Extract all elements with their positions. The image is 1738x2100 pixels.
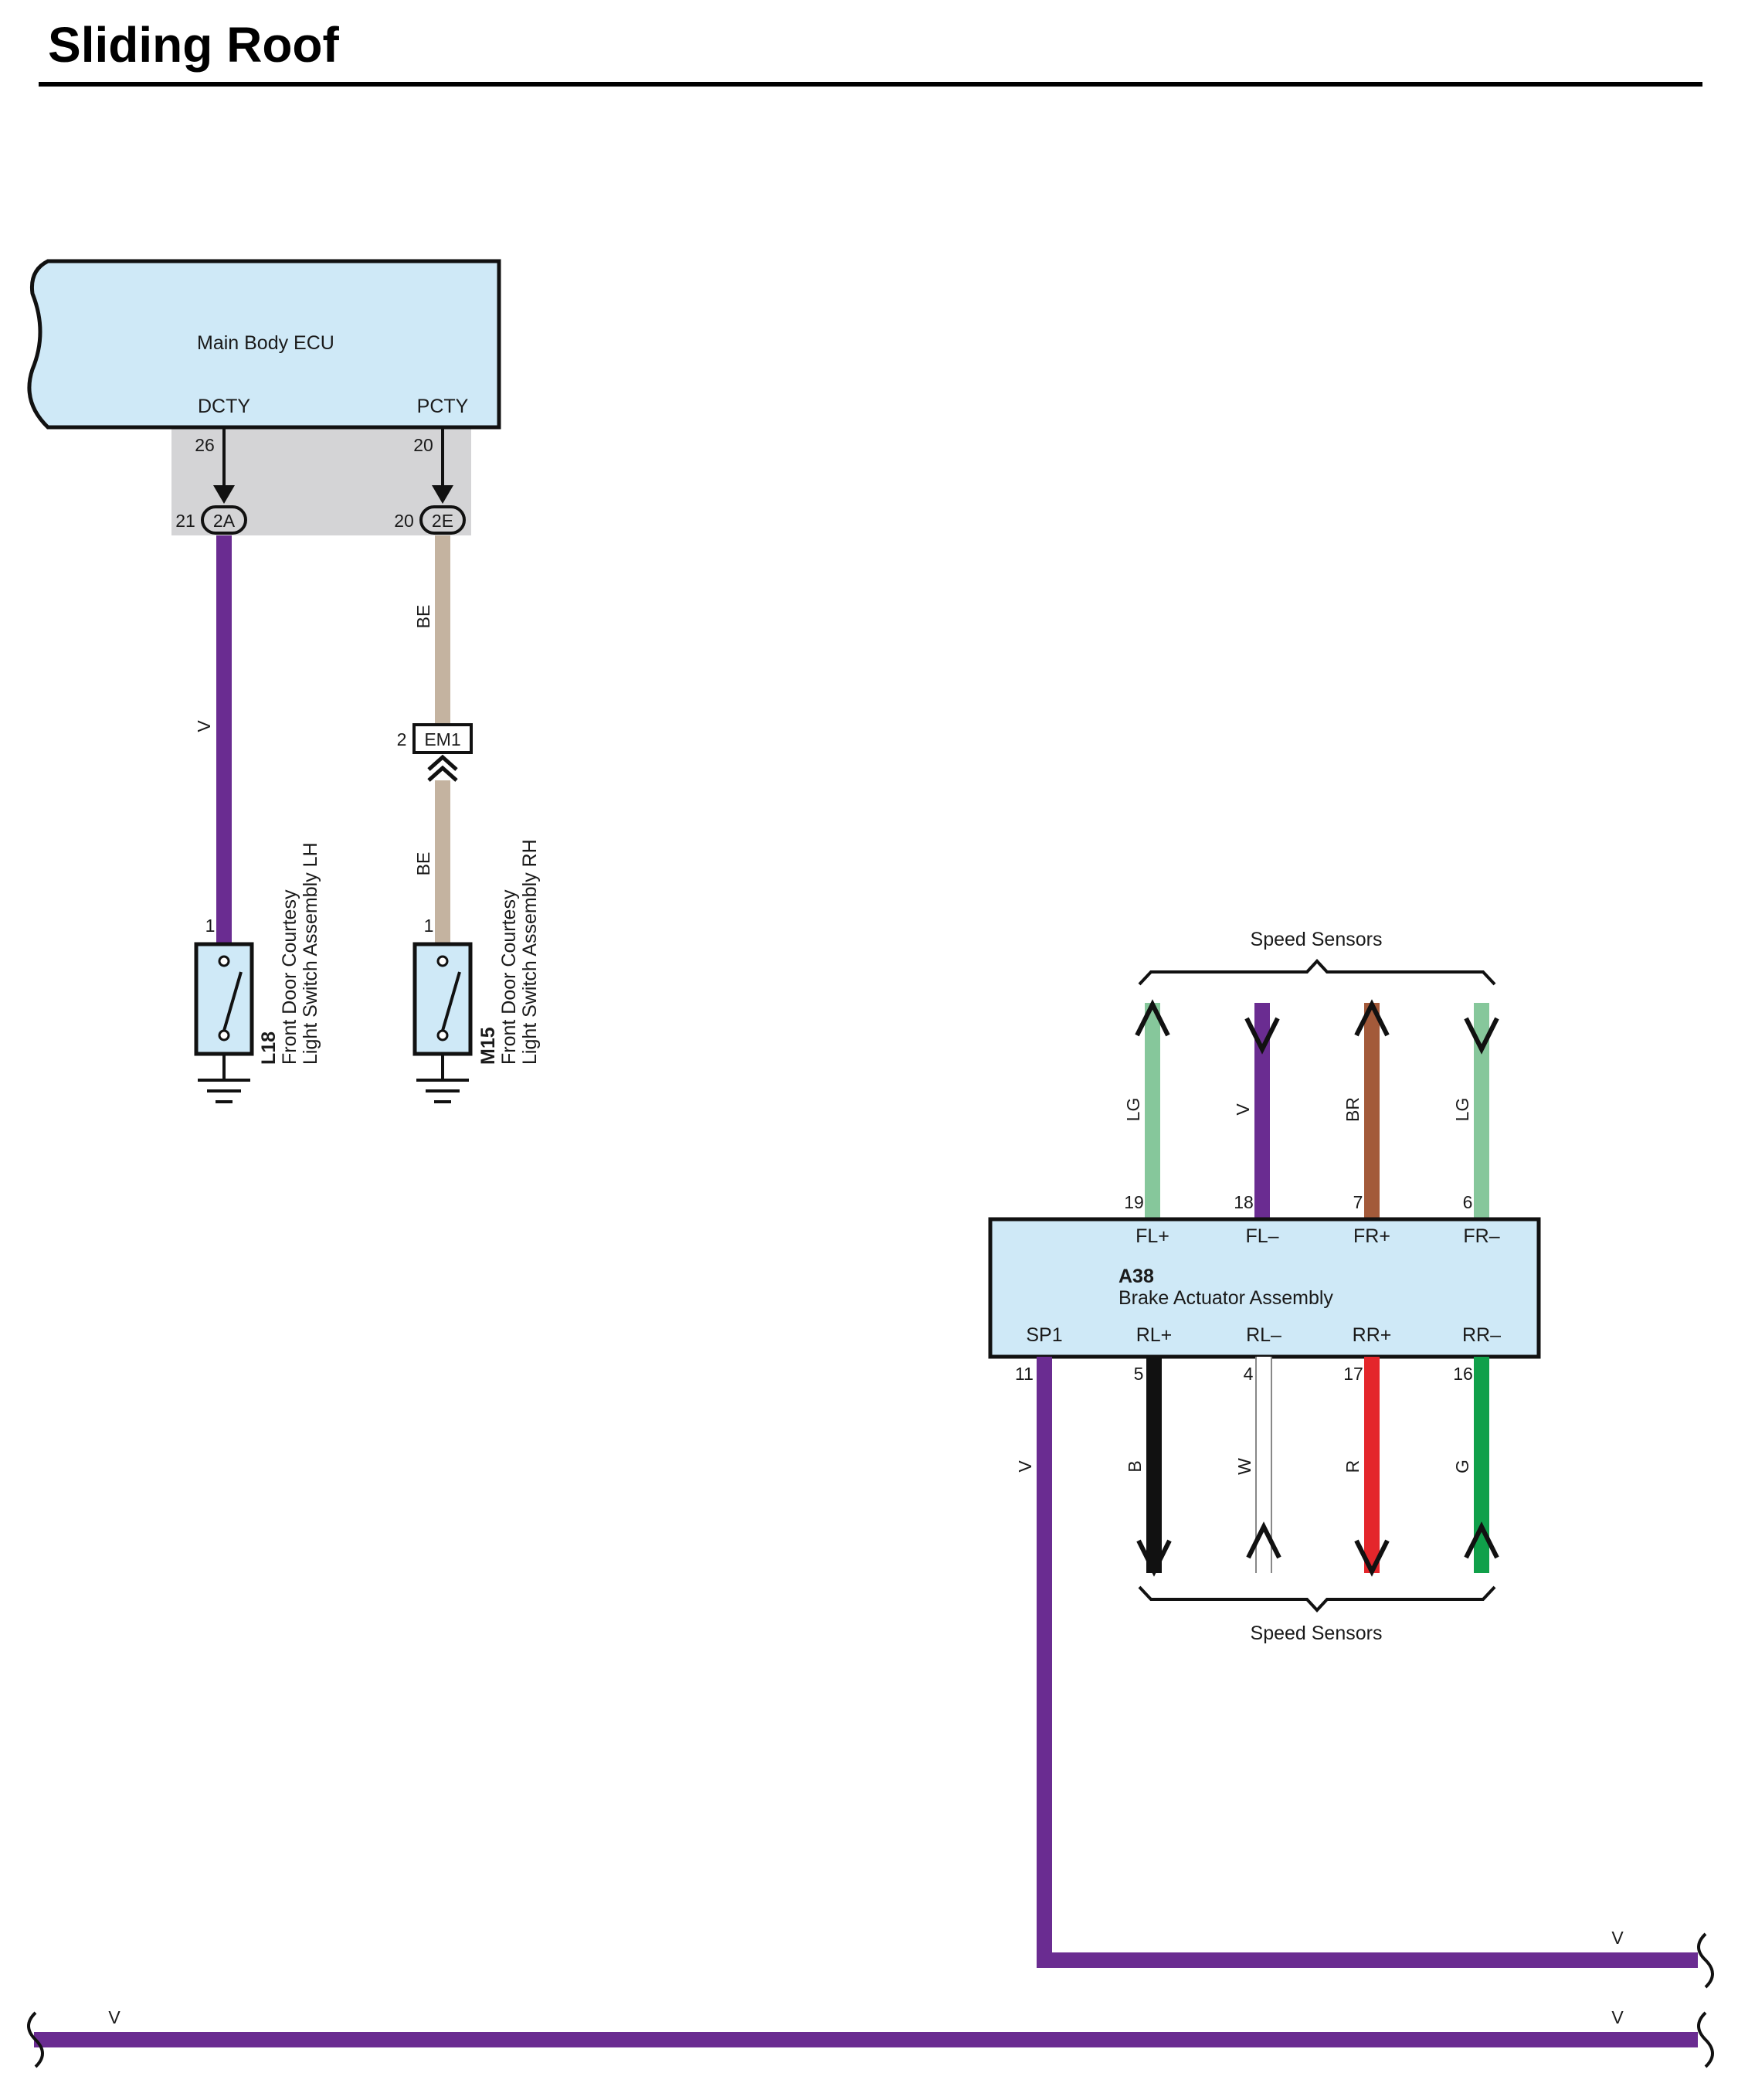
- pin-rr-plus: 17: [1343, 1364, 1363, 1384]
- top-wire-fr-plus: BR 7: [1343, 999, 1390, 1219]
- main-body-ecu-box: [27, 259, 501, 430]
- switch-lh-label: L18 Front Door Courtesy Light Switch Ass…: [258, 842, 321, 1065]
- junction-connector-2a: [201, 505, 247, 535]
- switch-rh-label: M15 Front Door Courtesy Light Switch Ass…: [477, 839, 541, 1065]
- switch-rh-pin: 1: [424, 916, 434, 936]
- terminal-rr-minus: RR–: [1462, 1324, 1501, 1346]
- switch-lh-blade: [222, 971, 243, 1031]
- wire-rr-plus-arrow-down: [1354, 1539, 1390, 1577]
- wire-fl-plus-arrow-up: [1135, 999, 1170, 1037]
- switch-lh-line1: Front Door Courtesy: [279, 889, 300, 1065]
- switch-lh-pin: 1: [205, 916, 216, 936]
- wire-dcty-code: V: [194, 720, 214, 732]
- terminal-fr-minus: FR–: [1463, 1225, 1499, 1247]
- wire-sp1-code-horizontal: V: [1611, 1928, 1624, 1948]
- junction-connector-2e: [419, 505, 466, 535]
- switch-lh-line2: Light Switch Assembly LH: [300, 842, 321, 1065]
- wire-fl-minus-arrow-down: [1244, 1017, 1280, 1055]
- terminal-rl-minus: RL–: [1246, 1324, 1281, 1346]
- wire-bottom-run-code-left: V: [108, 2007, 121, 2027]
- bottom-wire-rl-plus: B: [1125, 1357, 1172, 1577]
- switch-rh-line2: Light Switch Assembly RH: [519, 839, 541, 1065]
- junction-connector-2e-id: 2E: [432, 511, 453, 531]
- pin-rr-minus: 16: [1453, 1364, 1473, 1384]
- wire-fl-plus-code: LG: [1123, 1098, 1143, 1122]
- terminal-sp1: SP1: [1026, 1324, 1062, 1346]
- wire-bottom-run-left-mark: [27, 2011, 44, 2068]
- ecu-pin-pcty: 20: [413, 435, 433, 455]
- wire-fr-plus-code: BR: [1343, 1097, 1363, 1122]
- top-wire-fl-minus: V 18: [1233, 1003, 1280, 1219]
- wire-bottom-run-code-right: V: [1611, 2007, 1624, 2027]
- junction-connector-2a-pin: 21: [175, 511, 195, 531]
- wire-rr-minus-arrow-up: [1464, 1521, 1499, 1559]
- top-wire-fr-minus: LG 6: [1452, 1003, 1499, 1219]
- pin-sp1: 11: [1015, 1364, 1034, 1384]
- switch-lh-code: L18: [258, 1031, 280, 1065]
- brake-actuator-code: A38: [1118, 1266, 1154, 1287]
- terminal-rr-plus: RR+: [1353, 1324, 1392, 1346]
- wire-pcty-upper-code: BE: [413, 605, 433, 629]
- ecu-lead-pcty-arrow: [432, 485, 453, 504]
- pin-rl-minus: 4: [1244, 1364, 1254, 1384]
- ecu-name: Main Body ECU: [197, 332, 334, 354]
- switch-rh-contact-bottom: [436, 1029, 449, 1042]
- connector-em1-pin: 2: [397, 729, 407, 749]
- bottom-wire-rr-plus: R: [1343, 1357, 1390, 1577]
- wire-rl-minus-arrow-up: [1246, 1521, 1281, 1559]
- pin-rl-plus: 5: [1134, 1364, 1144, 1384]
- switch-lh-contact-top: [218, 955, 230, 967]
- top-wire-fl-plus: LG 19: [1123, 999, 1170, 1219]
- wire-pcty-lower-code: BE: [413, 852, 433, 876]
- terminal-fl-plus: FL+: [1135, 1225, 1169, 1247]
- connector-em1-chevron-1: [427, 754, 458, 771]
- wire-fr-plus-arrow-up: [1354, 999, 1390, 1037]
- switch-rh-contact-top: [436, 955, 449, 967]
- wire-bottom-run-right-mark: [1697, 2011, 1714, 2068]
- page-title: Sliding Roof: [48, 17, 339, 73]
- ecu-terminal-pcty: PCTY: [417, 396, 469, 417]
- wire-sp1-continuation-mark: [1697, 1932, 1714, 1989]
- terminal-rl-plus: RL+: [1136, 1324, 1173, 1346]
- ecu-terminal-dcty: DCTY: [198, 396, 250, 417]
- speed-sensors-bottom-brace: [1138, 1585, 1496, 1612]
- wire-fr-minus-arrow-down: [1464, 1017, 1499, 1055]
- wire-fr-minus-code: LG: [1452, 1098, 1472, 1122]
- ecu-lead-dcty-arrow: [213, 485, 235, 504]
- title-underline: [39, 82, 1702, 87]
- wire-rr-minus-code: G: [1452, 1459, 1472, 1473]
- terminal-fr-plus: FR+: [1353, 1225, 1390, 1247]
- wire-fl-minus-code: V: [1233, 1103, 1253, 1116]
- speed-sensors-top-brace: [1138, 959, 1496, 986]
- switch-rh-blade: [441, 971, 461, 1031]
- wire-sp1-v: [1037, 1357, 1698, 1968]
- ecu-pin-dcty: 26: [195, 435, 215, 455]
- connector-em1: [412, 723, 473, 754]
- connector-em1-chevron-2: [427, 765, 458, 782]
- wire-sp1-code-vertical: V: [1015, 1460, 1035, 1473]
- pin-fl-minus: 18: [1234, 1192, 1254, 1212]
- connector-em1-id: EM1: [424, 729, 460, 749]
- switch-rh-line1: Front Door Courtesy: [498, 889, 520, 1065]
- terminal-fl-minus: FL–: [1245, 1225, 1278, 1247]
- switch-rh-code: M15: [477, 1027, 499, 1065]
- wire-rl-minus-code: W: [1234, 1458, 1254, 1475]
- pin-fr-plus: 7: [1353, 1192, 1363, 1212]
- speed-sensors-bottom-label: Speed Sensors: [1251, 1623, 1383, 1644]
- junction-connector-2e-pin: 20: [394, 511, 414, 531]
- speed-sensors-top-label: Speed Sensors: [1251, 929, 1383, 950]
- bottom-wire-rr-minus: G: [1452, 1357, 1499, 1573]
- wire-rr-plus-code: R: [1343, 1460, 1363, 1473]
- bottom-wire-rl-minus: W: [1234, 1357, 1281, 1573]
- brake-actuator-name: Brake Actuator Assembly: [1118, 1287, 1333, 1309]
- switch-lh-contact-bottom: [218, 1029, 230, 1042]
- brake-actuator-box: [988, 1217, 1541, 1359]
- wire-rl-plus-arrow-down: [1136, 1539, 1172, 1577]
- pin-fl-plus: 19: [1124, 1192, 1144, 1212]
- junction-connector-2a-id: 2A: [213, 511, 236, 531]
- wire-rl-plus-code: B: [1125, 1460, 1145, 1472]
- pin-fr-minus: 6: [1463, 1192, 1473, 1212]
